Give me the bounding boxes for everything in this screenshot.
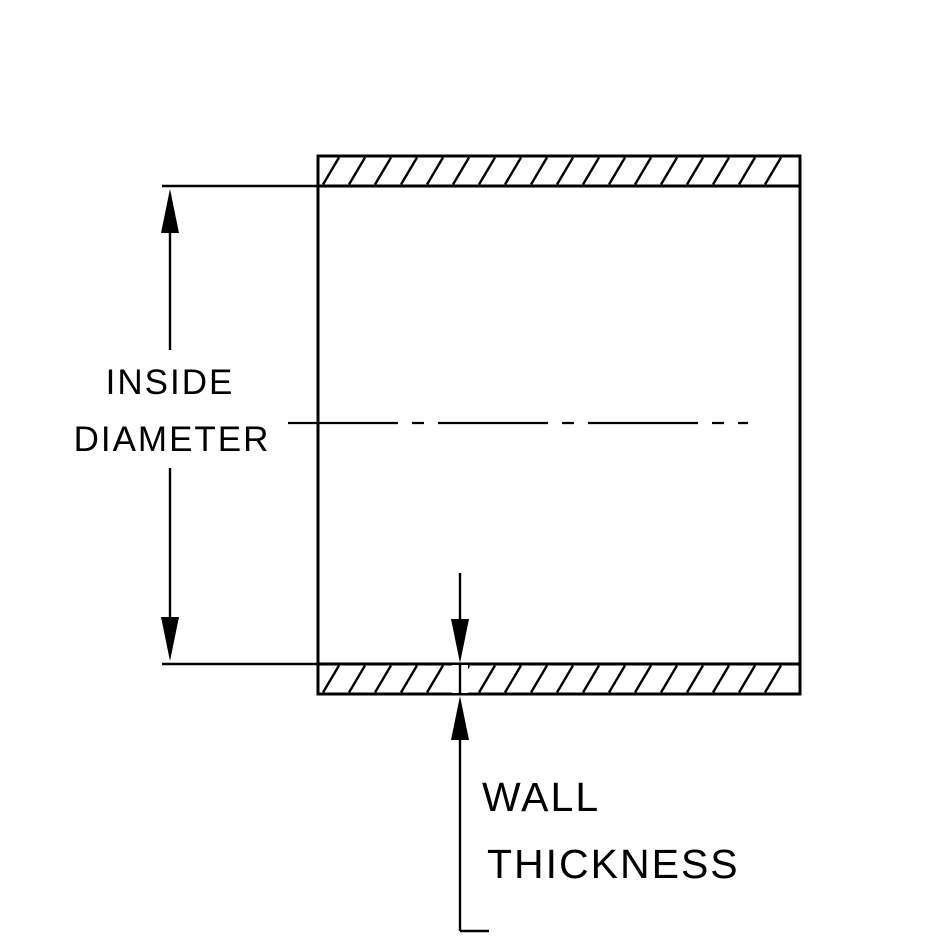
arrow-down-icon [161,617,179,661]
bottom-wall-hatching [321,664,783,694]
top-wall-hatching [321,156,783,186]
arrow-down-small-icon [451,619,469,663]
inside-diameter-label-line1: INSIDE [106,363,235,402]
wall-thickness-label-line2: THICKNESS [487,841,740,887]
wall-thickness-label-line1: WALL [482,774,600,820]
inside-diameter-label-line2: DIAMETER [74,420,271,459]
coupler-body-outline [316,154,802,696]
arrow-up-icon [161,189,179,233]
arrow-up-small-icon [451,696,469,740]
